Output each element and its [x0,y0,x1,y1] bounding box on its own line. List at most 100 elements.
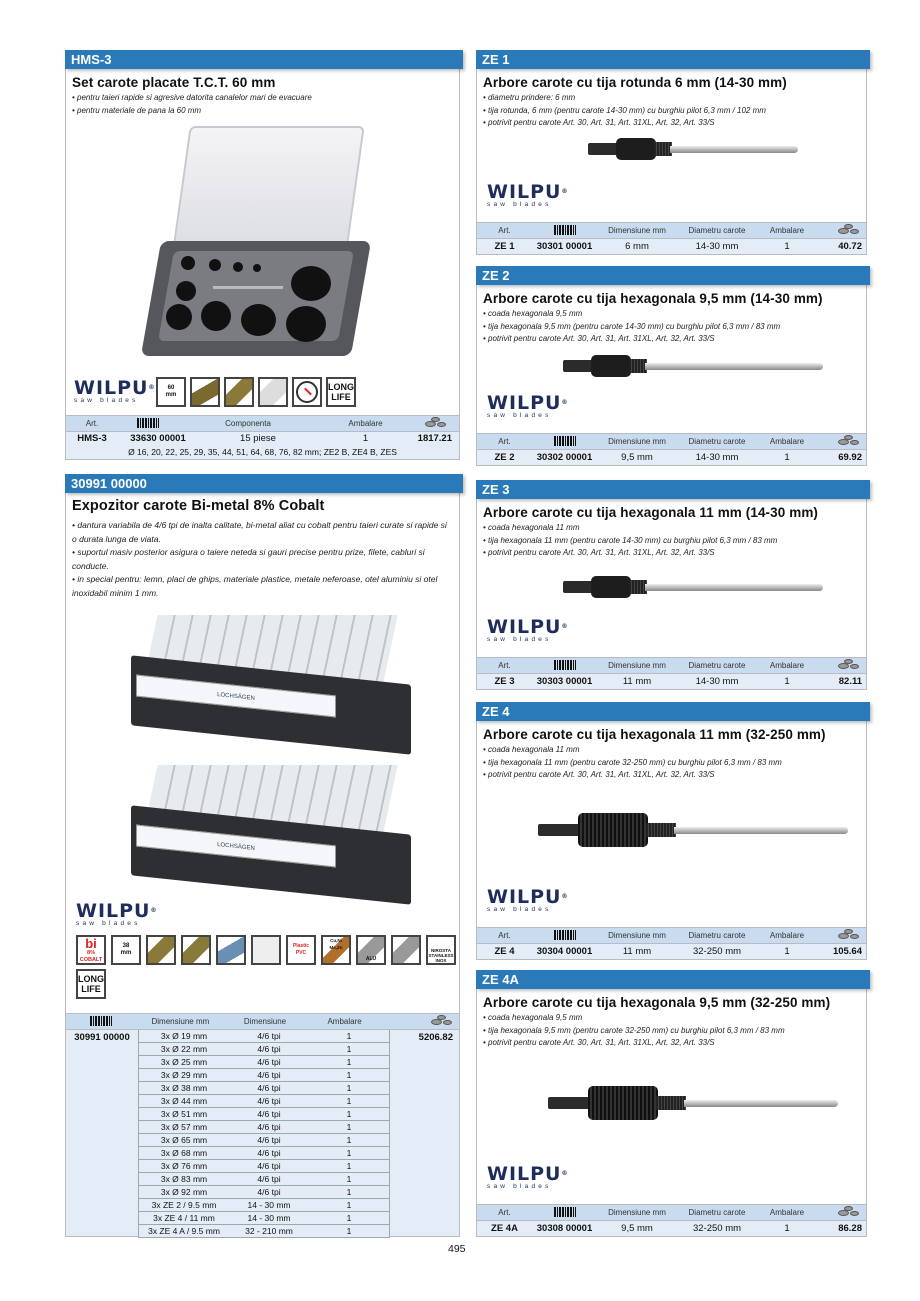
cell-dim: 6 mm [625,241,649,252]
product-card-expozitor: 30991 00000 Expozitor carote Bi-metal 8%… [65,474,463,1238]
product-title: Arbore carote cu tija rotunda 6 mm (14-3… [483,75,787,90]
spec-header: Art. Dimensiune mm Diametru carote Ambal… [477,222,866,238]
cell-dim-mm: 3x ZE 2 / 9.5 mm [151,1200,217,1210]
cell-diam: 32-250 mm [692,946,742,957]
cell-code: 30308 00001 [536,1223,593,1234]
col-art: Art. [85,419,99,428]
cell-dim: 11 mm [622,676,652,687]
spec-header: Dimensiune mm Dimensiune Ambalare [66,1013,459,1029]
price-coins-icon [817,435,866,448]
cell-ambalare: 1 [346,1057,352,1067]
product-image-arbor [587,133,798,165]
plasterboard-icon [251,935,281,965]
product-bullets: • coada hexagonala 11 mm • tija hexagona… [477,522,866,560]
cell-ambalare: 1 [784,1223,790,1234]
cell-dim-mm: 3x ZE 4 A / 9.5 mm [148,1226,220,1236]
barcode-icon [118,417,178,430]
product-image-arbor [562,571,823,603]
col-dim: Dimensiune mm [608,931,666,940]
cell-price: 69.92 [838,452,862,463]
cell-dim: 9,5 mm [621,452,653,463]
spec-header: Art. Componenta Ambalare [66,415,459,431]
cell-ambalare: 1 [784,452,790,463]
spec-table: Art. Dimensiune mm Diametru carote Ambal… [477,657,866,689]
table-row: ZE 4 30304 00001 11 mm 32-250 mm 1 105.6… [477,943,866,959]
bullet: • suportul masiv posterior asigura o tai… [72,547,425,571]
table-row: ZE 4A 30308 00001 9,5 mm 32-250 mm 1 86.… [477,1220,866,1236]
cell-dim: 32 - 210 mm [245,1226,293,1236]
cell-ambalare: 1 [346,1070,352,1080]
product-image-case [140,126,372,366]
cell-dim: 4/6 tpi [257,1109,281,1119]
spec-table: Art. Dimensiune mm Diametru carote Ambal… [477,1204,866,1236]
cell-dim: 4/6 tpi [257,1161,281,1171]
cell-dim: 14 - 30 mm [247,1200,291,1210]
col-dim: Dimensiune mm [608,226,666,235]
cell-code: 33630 00001 [130,433,186,445]
cell-dim: 4/6 tpi [257,1135,281,1145]
cell-dim-mm: 3x Ø 76 mm [160,1161,208,1171]
barcode-icon [532,659,597,672]
cell-dim-mm: 3x Ø 68 mm [160,1148,208,1158]
col-art: Art. [498,226,511,235]
cell-ambalare: 1 [346,1200,352,1210]
cell-dim: 4/6 tpi [257,1096,281,1106]
table-row: ZE 1 30301 00001 6 mm 14-30 mm 1 40.72 [477,238,866,254]
cell-dim: 4/6 tpi [257,1031,281,1041]
product-bullets: • coada hexagonala 9,5 mm • tija hexagon… [477,1012,866,1050]
col-ambalare: Ambalare [769,931,805,940]
brand-logo: WILPU® saw blades [487,181,569,209]
col-ambalare: Ambalare [348,419,383,428]
bullet: • tija hexagonala 11 mm (pentru carote 3… [483,757,782,767]
product-code-header: ZE 4 [476,702,870,721]
cell-dim: 9,5 mm [621,1223,653,1234]
cell-dim: 4/6 tpi [257,1174,281,1184]
spec-table: Art. Componenta Ambalare HMS-3 33630 000… [66,415,459,459]
col-dim: Dimensiune mm [608,437,666,446]
product-code-header: HMS-3 [65,50,463,69]
cell-ambalare: 1 [346,1109,352,1119]
col-ambalare: Ambalare [769,1208,805,1217]
product-title: Set carote placate T.C.T. 60 mm [72,75,276,90]
cell-dim: 4/6 tpi [257,1057,281,1067]
cell-ambalare: 1 [346,1135,352,1145]
col-art: Art. [498,1208,511,1217]
cell-ambalare: 1 [346,1174,352,1184]
cell-ambalare: 1 [346,1083,352,1093]
wood-board-icon [224,377,254,407]
bullet: • coada hexagonala 11 mm [483,523,580,532]
cell-price: 105.64 [832,946,862,957]
cell-art: ZE 4 [494,946,515,957]
steel-profile-icon [391,935,421,965]
cell-dim: 11 mm [622,946,652,957]
price-coins-icon [817,659,866,672]
table-row: ZE 3 30303 00001 11 mm 14-30 mm 1 82.11 [477,673,866,689]
cell-dim-mm: 3x Ø 25 mm [160,1057,208,1067]
cell-dim: 4/6 tpi [257,1044,281,1054]
cell-dim-mm: 3x Ø 29 mm [160,1070,208,1080]
product-title: Expozitor carote Bi-metal 8% Cobalt [72,498,325,514]
col-art: Art. [498,437,511,446]
price-coins-icon [817,929,866,942]
bullet: • pentru taieri rapide si agresive dator… [72,93,312,102]
bullet: • tija rotunda, 6 mm (pentru carote 14-3… [483,105,766,115]
long-life-icon: LONG LIFE [76,969,106,999]
bullet: • coada hexagonala 9,5 mm [483,1013,583,1022]
long-life-icon: LONG LIFE [326,377,356,407]
col-dim: Dimensiune [243,1017,287,1026]
barcode-icon [532,224,597,237]
price-coins-icon [413,417,458,430]
bullet: • pentru materiale de pana la 60 mm [72,105,202,115]
aluminium-profile-icon: ALU [356,935,386,965]
spec-header: Art. Dimensiune mm Diametru carote Ambal… [477,927,866,943]
col-art: Art. [498,661,511,670]
brand-logo: WILPU® saw blades [487,392,569,420]
cell-note: Ø 16, 20, 22, 25, 29, 35, 44, 51, 64, 68… [128,446,397,457]
